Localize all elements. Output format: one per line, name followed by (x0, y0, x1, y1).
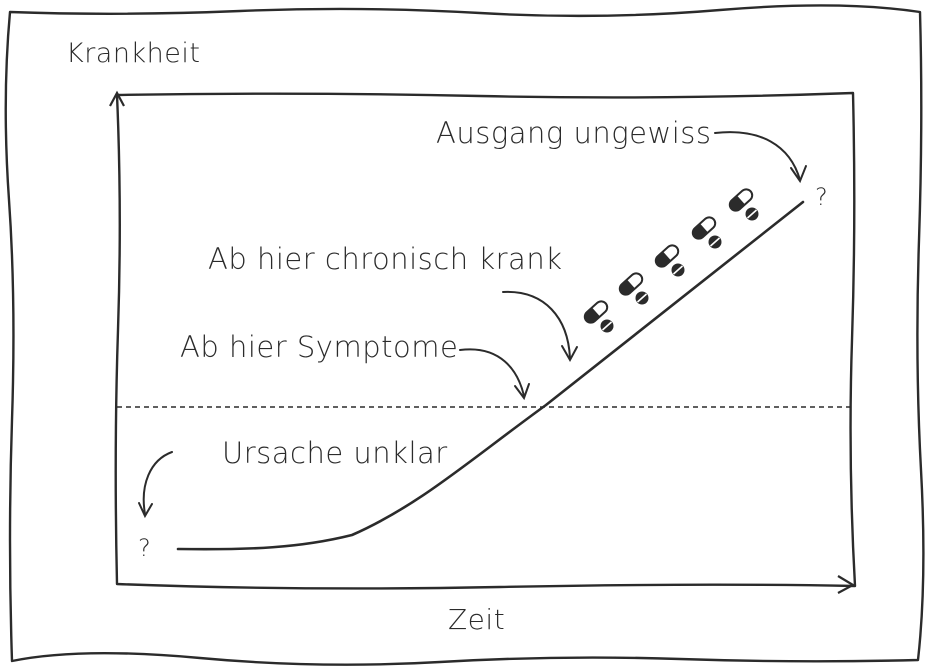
symptoms-arrowhead (514, 383, 530, 401)
x-axis-label: Zeit (448, 603, 506, 636)
symptoms-arrow (459, 348, 525, 397)
cause-annotation: Ursache unklar (222, 436, 448, 470)
pill-capsule-icon (726, 185, 760, 222)
pill-capsule-icon (652, 241, 686, 278)
symptoms-annotation: Ab hier Symptome (180, 330, 459, 364)
x-axis-arrowhead (837, 575, 856, 594)
cause-arrowhead (138, 502, 153, 519)
outer-frame (4, 4, 925, 666)
pill-capsule-icon (616, 269, 650, 306)
end-question-mark: ? (815, 183, 829, 211)
progression-curve (176, 200, 805, 551)
start-question-mark: ? (138, 534, 152, 562)
outcome-arrowhead (790, 165, 807, 184)
hand-drawn-arrow-icon (138, 131, 807, 519)
y-axis-arrowhead (109, 90, 125, 107)
pill-capsule-icon (581, 297, 615, 334)
chronic-arrowhead (561, 345, 578, 363)
y-axis-label: Krankheit (66, 38, 201, 69)
cause-arrow (142, 451, 173, 515)
chronic-annotation: Ab hier chronisch krank (208, 242, 563, 276)
chronic-arrow (502, 290, 571, 359)
plot-frame (114, 91, 857, 590)
outcome-arrow (714, 131, 801, 181)
pill-capsule-icon (689, 213, 723, 250)
outcome-annotation: Ausgang ungewiss (436, 116, 712, 150)
